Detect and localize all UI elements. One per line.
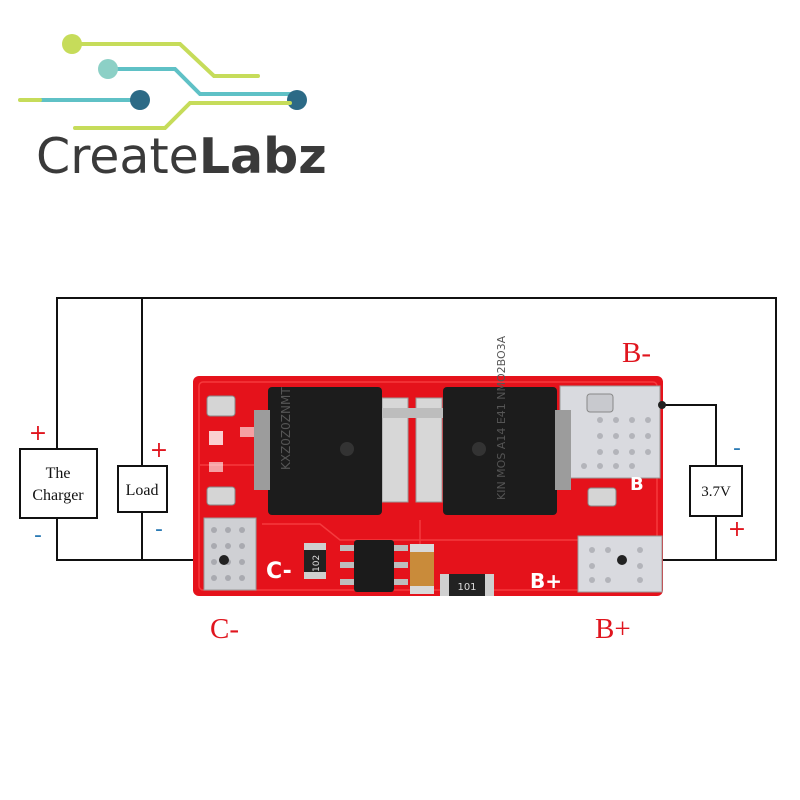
battery-label: 3.7V: [701, 484, 731, 500]
charger-label-line2: Charger: [32, 487, 84, 504]
mosfet-right-marking: KIN MOS A14 E41 NMO2BO3A: [495, 335, 508, 500]
wiring: [56, 297, 777, 561]
resistor-101-marking: 101: [457, 582, 476, 593]
battery-box: 3.7V: [689, 465, 743, 517]
mosfet-left: KXZ0Z0ZNMT: [254, 387, 382, 515]
load-minus: -: [155, 517, 163, 542]
resistor-102: 102: [304, 543, 326, 579]
load-label: Load: [126, 482, 159, 499]
battery-minus: -: [733, 436, 741, 461]
terminal-b-plus-label: B+: [595, 613, 631, 645]
b-minus-solder-point: [658, 401, 666, 409]
circuit-traces-icon: [18, 34, 307, 130]
capacitor: [410, 544, 434, 594]
c-minus-pad: [203, 517, 257, 591]
createlabz-logo: CreateLabz: [18, 34, 327, 185]
charger-minus: -: [34, 523, 42, 548]
b-plus-pad: [577, 535, 663, 593]
mosfet-right: KIN MOS A14 E41 NMO2BO3A: [443, 335, 571, 515]
resistor-102-marking: 102: [312, 555, 322, 572]
logo-text-labz: Labz: [199, 128, 327, 185]
battery-plus: +: [728, 517, 746, 542]
mosfet-left-marking: KXZ0Z0ZNMT: [279, 387, 293, 470]
bottom-loop-wire: [56, 518, 224, 561]
logo-text: CreateLabz: [36, 128, 327, 185]
ic-chip: [340, 540, 408, 592]
battery-minus-wire: [662, 404, 717, 466]
load-plus: +: [150, 438, 168, 463]
pcb-board: KXZ0Z0ZNMT KIN MOS A14 E41 NMO2BO3A 102: [193, 335, 666, 596]
b-minus-pad: [559, 385, 666, 479]
logo-text-create: Create: [36, 128, 199, 185]
b-plus-solder-point: [617, 555, 627, 565]
pad-right-mid: [587, 487, 617, 507]
board-silkscreen-c-minus: C-: [266, 559, 292, 584]
pad-left-top: [206, 395, 236, 417]
terminal-labels: B- B+ C-: [210, 337, 651, 645]
load-box: Load: [117, 465, 168, 513]
pad-left-mid: [206, 486, 236, 506]
top-loop-wire: [56, 297, 777, 561]
charger-label-line1: The: [46, 465, 71, 482]
polarity-marks: + - + - - +: [29, 421, 746, 548]
charger-box: The Charger: [19, 448, 98, 519]
terminal-c-minus-label: C-: [210, 613, 239, 645]
board-silkscreen-b-plus: B+: [530, 569, 562, 593]
terminal-b-minus-label: B-: [622, 337, 651, 369]
resistor-101: 101: [440, 574, 494, 596]
board-silkscreen-b: B: [630, 474, 644, 495]
charger-plus: +: [29, 421, 47, 446]
c-minus-solder-point: [219, 555, 229, 565]
